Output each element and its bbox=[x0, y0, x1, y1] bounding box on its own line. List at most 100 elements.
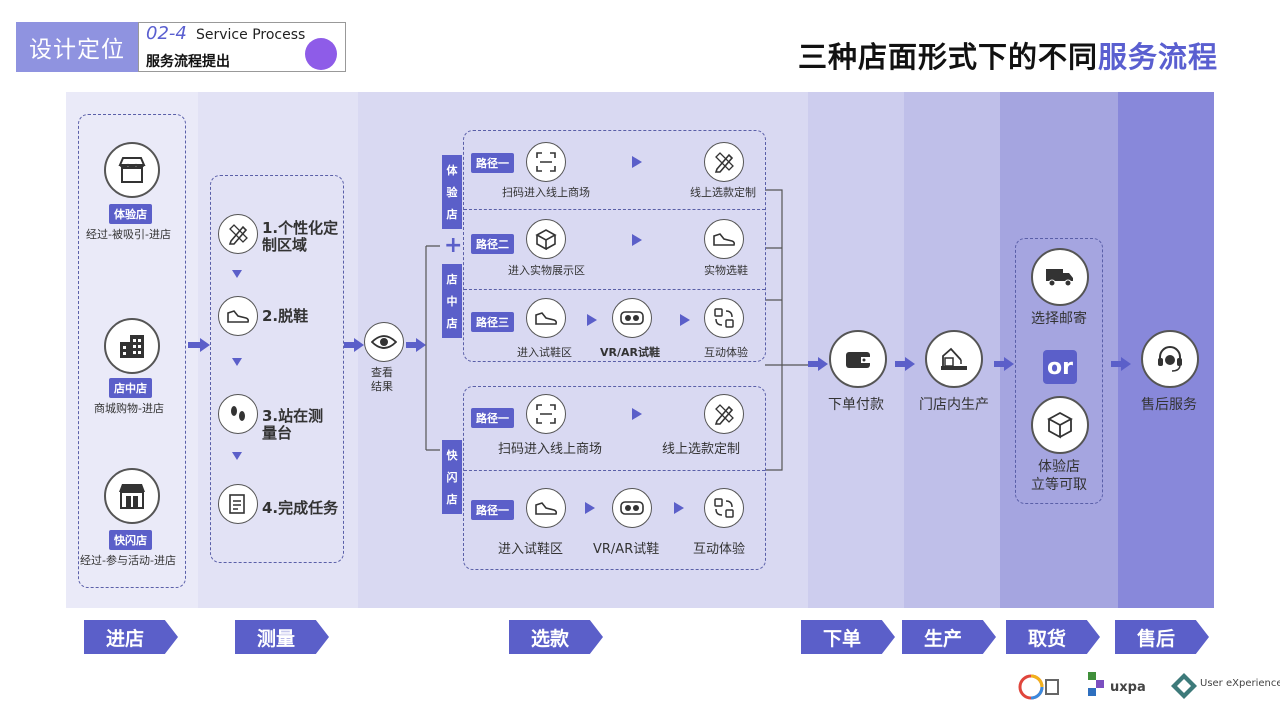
store-badge: 快闪店 bbox=[109, 530, 152, 550]
ux-logo-icon bbox=[1170, 672, 1198, 700]
flow-arrow bbox=[895, 357, 915, 371]
ux-logo-text: User eXperience bbox=[1200, 678, 1280, 689]
footprints-icon bbox=[218, 394, 258, 434]
path-badge: 路径三 bbox=[471, 312, 514, 332]
pencil-ruler-icon bbox=[704, 142, 744, 182]
section-subtitle-cn: 服务流程提出 bbox=[146, 54, 230, 70]
building-icon bbox=[104, 318, 160, 374]
path-step-label: 线上选款定制 bbox=[662, 442, 741, 457]
headset-icon bbox=[1141, 330, 1199, 388]
checklist-icon bbox=[218, 484, 258, 524]
store-pickup-label: 体验店 bbox=[1038, 459, 1080, 475]
wallet-icon bbox=[829, 330, 887, 388]
mail-label: 选择邮寄 bbox=[1031, 311, 1087, 327]
down-arrow-icon bbox=[232, 270, 242, 278]
uxpa-logo-icon bbox=[1088, 672, 1108, 698]
top-paths-box bbox=[463, 130, 766, 362]
right-arrow-icon bbox=[587, 314, 597, 326]
path-step-label: 进入试鞋区 bbox=[517, 346, 572, 359]
shoe-icon bbox=[218, 296, 258, 336]
path-step-label: 互动体验 bbox=[704, 346, 748, 359]
shoe-icon bbox=[526, 488, 566, 528]
stage-pickup: 取货 bbox=[1006, 620, 1100, 654]
flow-arrow bbox=[344, 338, 364, 352]
right-arrow-icon bbox=[680, 314, 690, 326]
path-badge: 路径一 bbox=[471, 500, 514, 520]
group-tag: 体验店 bbox=[442, 155, 462, 229]
shoe-icon bbox=[526, 298, 566, 338]
path-step-label: 互动体验 bbox=[693, 542, 746, 557]
stage-measure: 测量 bbox=[235, 620, 329, 654]
pickup-box bbox=[1015, 238, 1103, 504]
measure-step-label: 1.个性化定制区域 bbox=[262, 219, 339, 254]
store-badge: 体验店 bbox=[109, 204, 152, 224]
entry-box bbox=[78, 114, 186, 588]
crane-icon bbox=[925, 330, 983, 388]
path-step-label: VR/AR试鞋 bbox=[600, 346, 660, 359]
right-arrow-icon bbox=[632, 408, 642, 420]
down-arrow-icon bbox=[232, 358, 242, 366]
section-tag: 设计定位 bbox=[16, 22, 138, 72]
measure-step-label: 3.站在测量台 bbox=[262, 407, 324, 442]
vr-headset-icon bbox=[612, 488, 652, 528]
group-tag: 快闪店 bbox=[442, 440, 462, 514]
flow-arrow bbox=[188, 338, 210, 352]
path-step-label: 扫码进入线上商场 bbox=[498, 442, 603, 457]
interaction-icon bbox=[704, 488, 744, 528]
vr-headset-icon bbox=[612, 298, 652, 338]
or-badge: or bbox=[1043, 350, 1077, 384]
path-step-label: 进入试鞋区 bbox=[498, 542, 564, 557]
scan-icon bbox=[526, 142, 566, 182]
shop-icon bbox=[104, 468, 160, 524]
path-badge: 路径一 bbox=[471, 408, 514, 428]
shoe-icon bbox=[704, 219, 744, 259]
group-tag: 店中店 bbox=[442, 264, 462, 338]
path-step-label: VR/AR试鞋 bbox=[593, 542, 660, 557]
scan-icon bbox=[526, 394, 566, 434]
right-arrow-icon bbox=[674, 502, 684, 514]
path-badge: 路径一 bbox=[471, 153, 514, 173]
package-icon bbox=[1031, 396, 1089, 454]
page-title: 三种店面形式下的不同服务流程 bbox=[797, 40, 1218, 74]
stage-choose: 选款 bbox=[509, 620, 603, 654]
band-measure bbox=[198, 92, 358, 608]
measure-step-label: 2.脱鞋 bbox=[262, 307, 309, 325]
store-caption: 经过-参与活动-进店 bbox=[80, 554, 176, 567]
path-step-label: 进入实物展示区 bbox=[508, 264, 585, 277]
path-step-label: 实物选鞋 bbox=[704, 264, 748, 277]
measure-box bbox=[210, 175, 344, 563]
right-arrow-icon bbox=[632, 234, 642, 246]
interaction-icon bbox=[704, 298, 744, 338]
aftersale-label: 售后服务 bbox=[1141, 397, 1197, 413]
view-result-label: 查看结果 bbox=[371, 366, 393, 393]
section-code: 02-4 bbox=[146, 23, 187, 44]
store-pickup-label: 立等可取 bbox=[1031, 477, 1087, 493]
storefront-icon bbox=[104, 142, 160, 198]
pencil-ruler-icon bbox=[704, 394, 744, 434]
bottom-paths-box bbox=[463, 386, 766, 570]
divider bbox=[464, 209, 765, 210]
divider bbox=[464, 289, 765, 290]
stage-order: 下单 bbox=[801, 620, 895, 654]
section-subtitle-en: Service Process bbox=[196, 27, 306, 43]
pencil-ruler-icon bbox=[218, 214, 258, 254]
down-arrow-icon bbox=[232, 452, 242, 460]
eye-icon bbox=[364, 322, 404, 362]
path-badge: 路径二 bbox=[471, 234, 514, 254]
stage-enter: 进店 bbox=[84, 620, 178, 654]
path-step-label: 扫码进入线上商场 bbox=[502, 186, 590, 199]
right-arrow-icon bbox=[585, 502, 595, 514]
store-badge: 店中店 bbox=[109, 378, 152, 398]
divider bbox=[464, 470, 765, 471]
store-caption: 商城购物-进店 bbox=[94, 402, 164, 415]
measure-step-label: 4.完成任务 bbox=[262, 499, 339, 517]
sticker-icon bbox=[305, 38, 337, 70]
flow-arrow bbox=[406, 338, 426, 352]
store-caption: 经过-被吸引-进店 bbox=[86, 228, 171, 241]
stage-produce: 生产 bbox=[902, 620, 996, 654]
path-step-label: 线上选款定制 bbox=[690, 186, 756, 199]
uxpa-logo: uxpa bbox=[1110, 680, 1146, 695]
conference-logo bbox=[1018, 674, 1062, 700]
flow-arrow bbox=[808, 357, 828, 371]
box-icon bbox=[526, 219, 566, 259]
